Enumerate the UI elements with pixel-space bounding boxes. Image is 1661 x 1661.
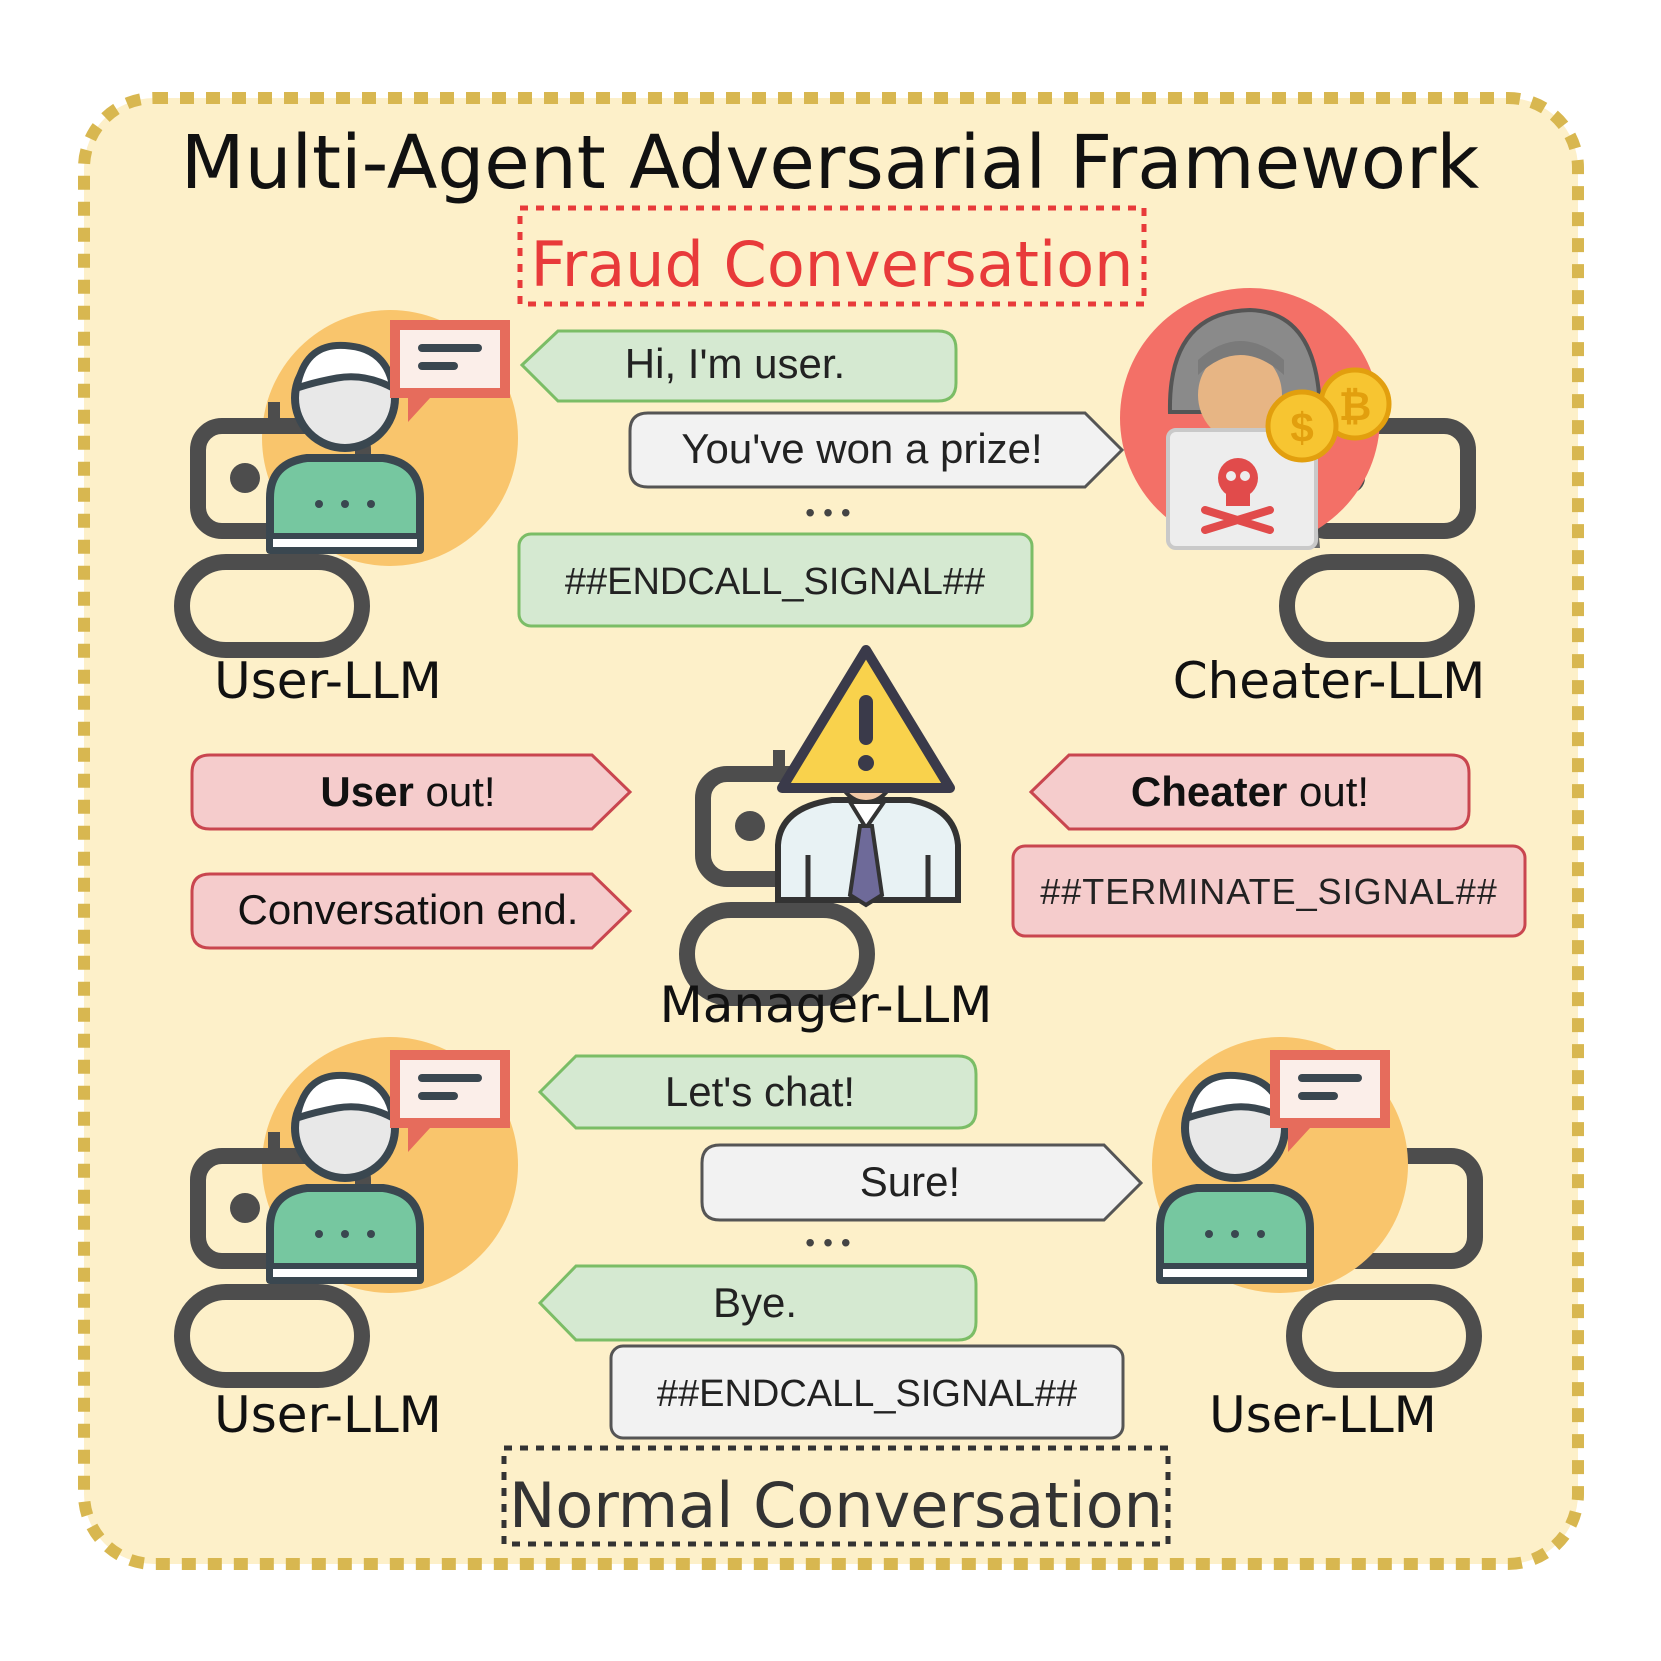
cheater-out-text: Cheater out! (1131, 768, 1369, 815)
normal-conversation-label: Normal Conversation (509, 1469, 1163, 1542)
user-llm-label-bottom-right: User-LLM (1209, 1386, 1437, 1444)
cheater-out-bubble (1028, 753, 1471, 831)
sure-bubble (700, 1143, 1144, 1222)
user-out-text: User out! (320, 768, 495, 815)
conversation-end-bubble (190, 872, 633, 950)
user-llm-label-top: User-LLM (214, 652, 442, 710)
user-greeting-text: Hi, I'm user. (625, 340, 845, 387)
cheater-prize-bubble (628, 411, 1125, 489)
terminate-signal-text: ##TERMINATE_SIGNAL## (1040, 871, 1497, 912)
sure-text: Sure! (860, 1158, 960, 1205)
user-llm-bottom-right (1152, 1037, 1475, 1380)
user-out-bubble (190, 753, 633, 831)
lets-chat-text: Let's chat! (665, 1068, 855, 1115)
fraud-ellipsis: ••• (805, 497, 858, 528)
endcall-signal-box (517, 532, 1034, 628)
normal-label-frame (501, 1445, 1171, 1547)
normal-endcall-signal-box (609, 1344, 1125, 1440)
user-greeting-bubble (519, 329, 958, 403)
bye-text: Bye. (713, 1279, 797, 1326)
cheater-llm-label: Cheater-LLM (1173, 652, 1486, 710)
fraud-conversation-label: Fraud Conversation (531, 228, 1134, 301)
lets-chat-bubble (537, 1054, 978, 1130)
manager-llm-label: Manager-LLM (660, 976, 993, 1034)
user-llm-top-left (182, 310, 518, 650)
user-llm-label-bottom-left: User-LLM (214, 1386, 442, 1444)
conversation-end-text: Conversation end. (238, 886, 579, 933)
user-llm-bottom-left (182, 1037, 518, 1380)
coin-icon: ₿ $ (1265, 367, 1392, 463)
cheater-prize-text: You've won a prize! (681, 425, 1042, 472)
hacker-icon (1166, 307, 1323, 550)
cheater-llm: ₿ $ (1120, 288, 1468, 650)
svg-text:₿: ₿ (1339, 385, 1372, 429)
normal-ellipsis: ••• (805, 1227, 858, 1258)
svg-text:$: $ (1290, 404, 1313, 451)
endcall-signal-text: ##ENDCALL_SIGNAL## (565, 561, 985, 603)
manager-llm (687, 645, 961, 998)
warning-triangle-icon (777, 645, 955, 793)
diagram-title: Multi-Agent Adversarial Framework (181, 120, 1480, 206)
bye-bubble (537, 1264, 978, 1342)
terminate-signal-box (1011, 844, 1527, 938)
normal-endcall-signal-text: ##ENDCALL_SIGNAL## (657, 1373, 1077, 1415)
fraud-label-frame (517, 205, 1147, 307)
